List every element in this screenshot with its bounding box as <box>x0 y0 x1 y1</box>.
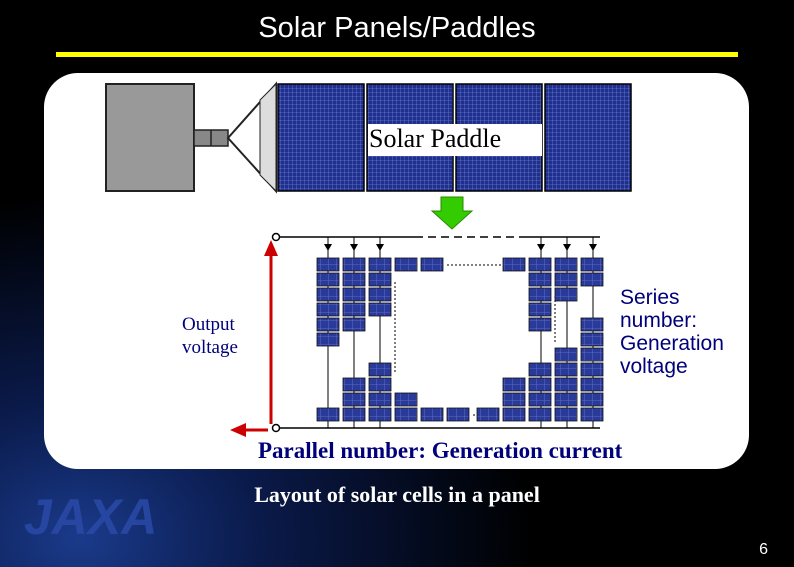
solar-cell <box>528 377 552 392</box>
solar-cell <box>316 287 340 302</box>
solar-cell <box>580 317 604 332</box>
circuit-wiring <box>278 236 600 429</box>
solar-cell <box>580 257 604 272</box>
positive-terminal <box>271 232 281 242</box>
solar-cell <box>342 377 366 392</box>
solar-cell <box>528 362 552 377</box>
solar-cell <box>476 407 500 422</box>
parallel-number-label: Parallel number: Generation current <box>258 438 623 463</box>
solar-cell <box>580 407 604 422</box>
solar-cell <box>420 407 444 422</box>
current-arrow-icon <box>230 423 246 437</box>
solar-cell <box>528 272 552 287</box>
solar-cell <box>528 317 552 332</box>
solar-cell <box>316 257 340 272</box>
solar-cell <box>342 272 366 287</box>
solar-cell <box>554 272 578 287</box>
diode-arrow-icon <box>563 244 571 251</box>
solar-cell <box>502 377 526 392</box>
solar-cell <box>316 272 340 287</box>
solar-cell-array <box>316 257 604 422</box>
solar-cell <box>554 392 578 407</box>
solar-cell <box>368 392 392 407</box>
negative-terminal <box>271 423 281 433</box>
title-underline <box>56 52 738 57</box>
solar-cell <box>580 392 604 407</box>
solar-cell <box>316 302 340 317</box>
solar-cell <box>554 407 578 422</box>
solar-cell <box>420 257 444 272</box>
solar-cell <box>528 407 552 422</box>
solar-cell <box>342 392 366 407</box>
layout-caption: Layout of solar cells in a panel <box>254 482 540 507</box>
solar-cell <box>342 317 366 332</box>
solar-cell <box>580 377 604 392</box>
solar-cell <box>502 257 526 272</box>
diode-arrow-icon <box>350 244 358 251</box>
jaxa-logo: JAXA <box>24 489 157 545</box>
voltage-arrow-icon <box>264 240 278 256</box>
solar-cell <box>528 392 552 407</box>
diode-arrow-icon <box>537 244 545 251</box>
diode-arrow-icon <box>589 244 597 251</box>
solar-cell <box>394 392 418 407</box>
solar-cell <box>554 362 578 377</box>
solar-cell <box>368 272 392 287</box>
page-number: 6 <box>759 541 768 558</box>
solar-cell <box>316 332 340 347</box>
solar-cell <box>342 287 366 302</box>
solar-cell <box>368 302 392 317</box>
solar-cell <box>342 302 366 317</box>
paddle-label-box <box>368 124 542 156</box>
solar-cell <box>554 347 578 362</box>
solar-cell <box>368 257 392 272</box>
solar-cell <box>554 257 578 272</box>
solar-cell <box>342 257 366 272</box>
solar-cell <box>502 407 526 422</box>
solar-cell <box>554 287 578 302</box>
solar-cell <box>446 407 470 422</box>
slide-title: Solar Panels/Paddles <box>258 12 536 44</box>
solar-cell <box>528 257 552 272</box>
solar-cell <box>316 317 340 332</box>
solar-cell <box>394 257 418 272</box>
down-arrow-icon <box>430 196 474 230</box>
solar-cell <box>580 332 604 347</box>
solar-cell <box>394 407 418 422</box>
solar-cell <box>368 287 392 302</box>
solar-cell <box>528 287 552 302</box>
solar-cell <box>528 302 552 317</box>
jaxa-logo-lettering: JAXA <box>24 489 157 545</box>
diode-arrow-icon <box>324 244 332 251</box>
solar-cell <box>580 272 604 287</box>
solar-cell <box>580 347 604 362</box>
solar-cell <box>368 362 392 377</box>
satellite-body <box>105 83 195 192</box>
solar-cell <box>368 407 392 422</box>
solar-cell <box>368 377 392 392</box>
solar-cell <box>554 377 578 392</box>
solar-paddle-label: Solar Paddle <box>369 124 502 153</box>
solar-cell <box>342 407 366 422</box>
solar-cell <box>580 362 604 377</box>
solar-cell <box>502 392 526 407</box>
solar-cell <box>316 407 340 422</box>
diode-arrow-icon <box>376 244 384 251</box>
paddle-panel <box>544 83 632 192</box>
paddle-panel <box>277 83 365 192</box>
